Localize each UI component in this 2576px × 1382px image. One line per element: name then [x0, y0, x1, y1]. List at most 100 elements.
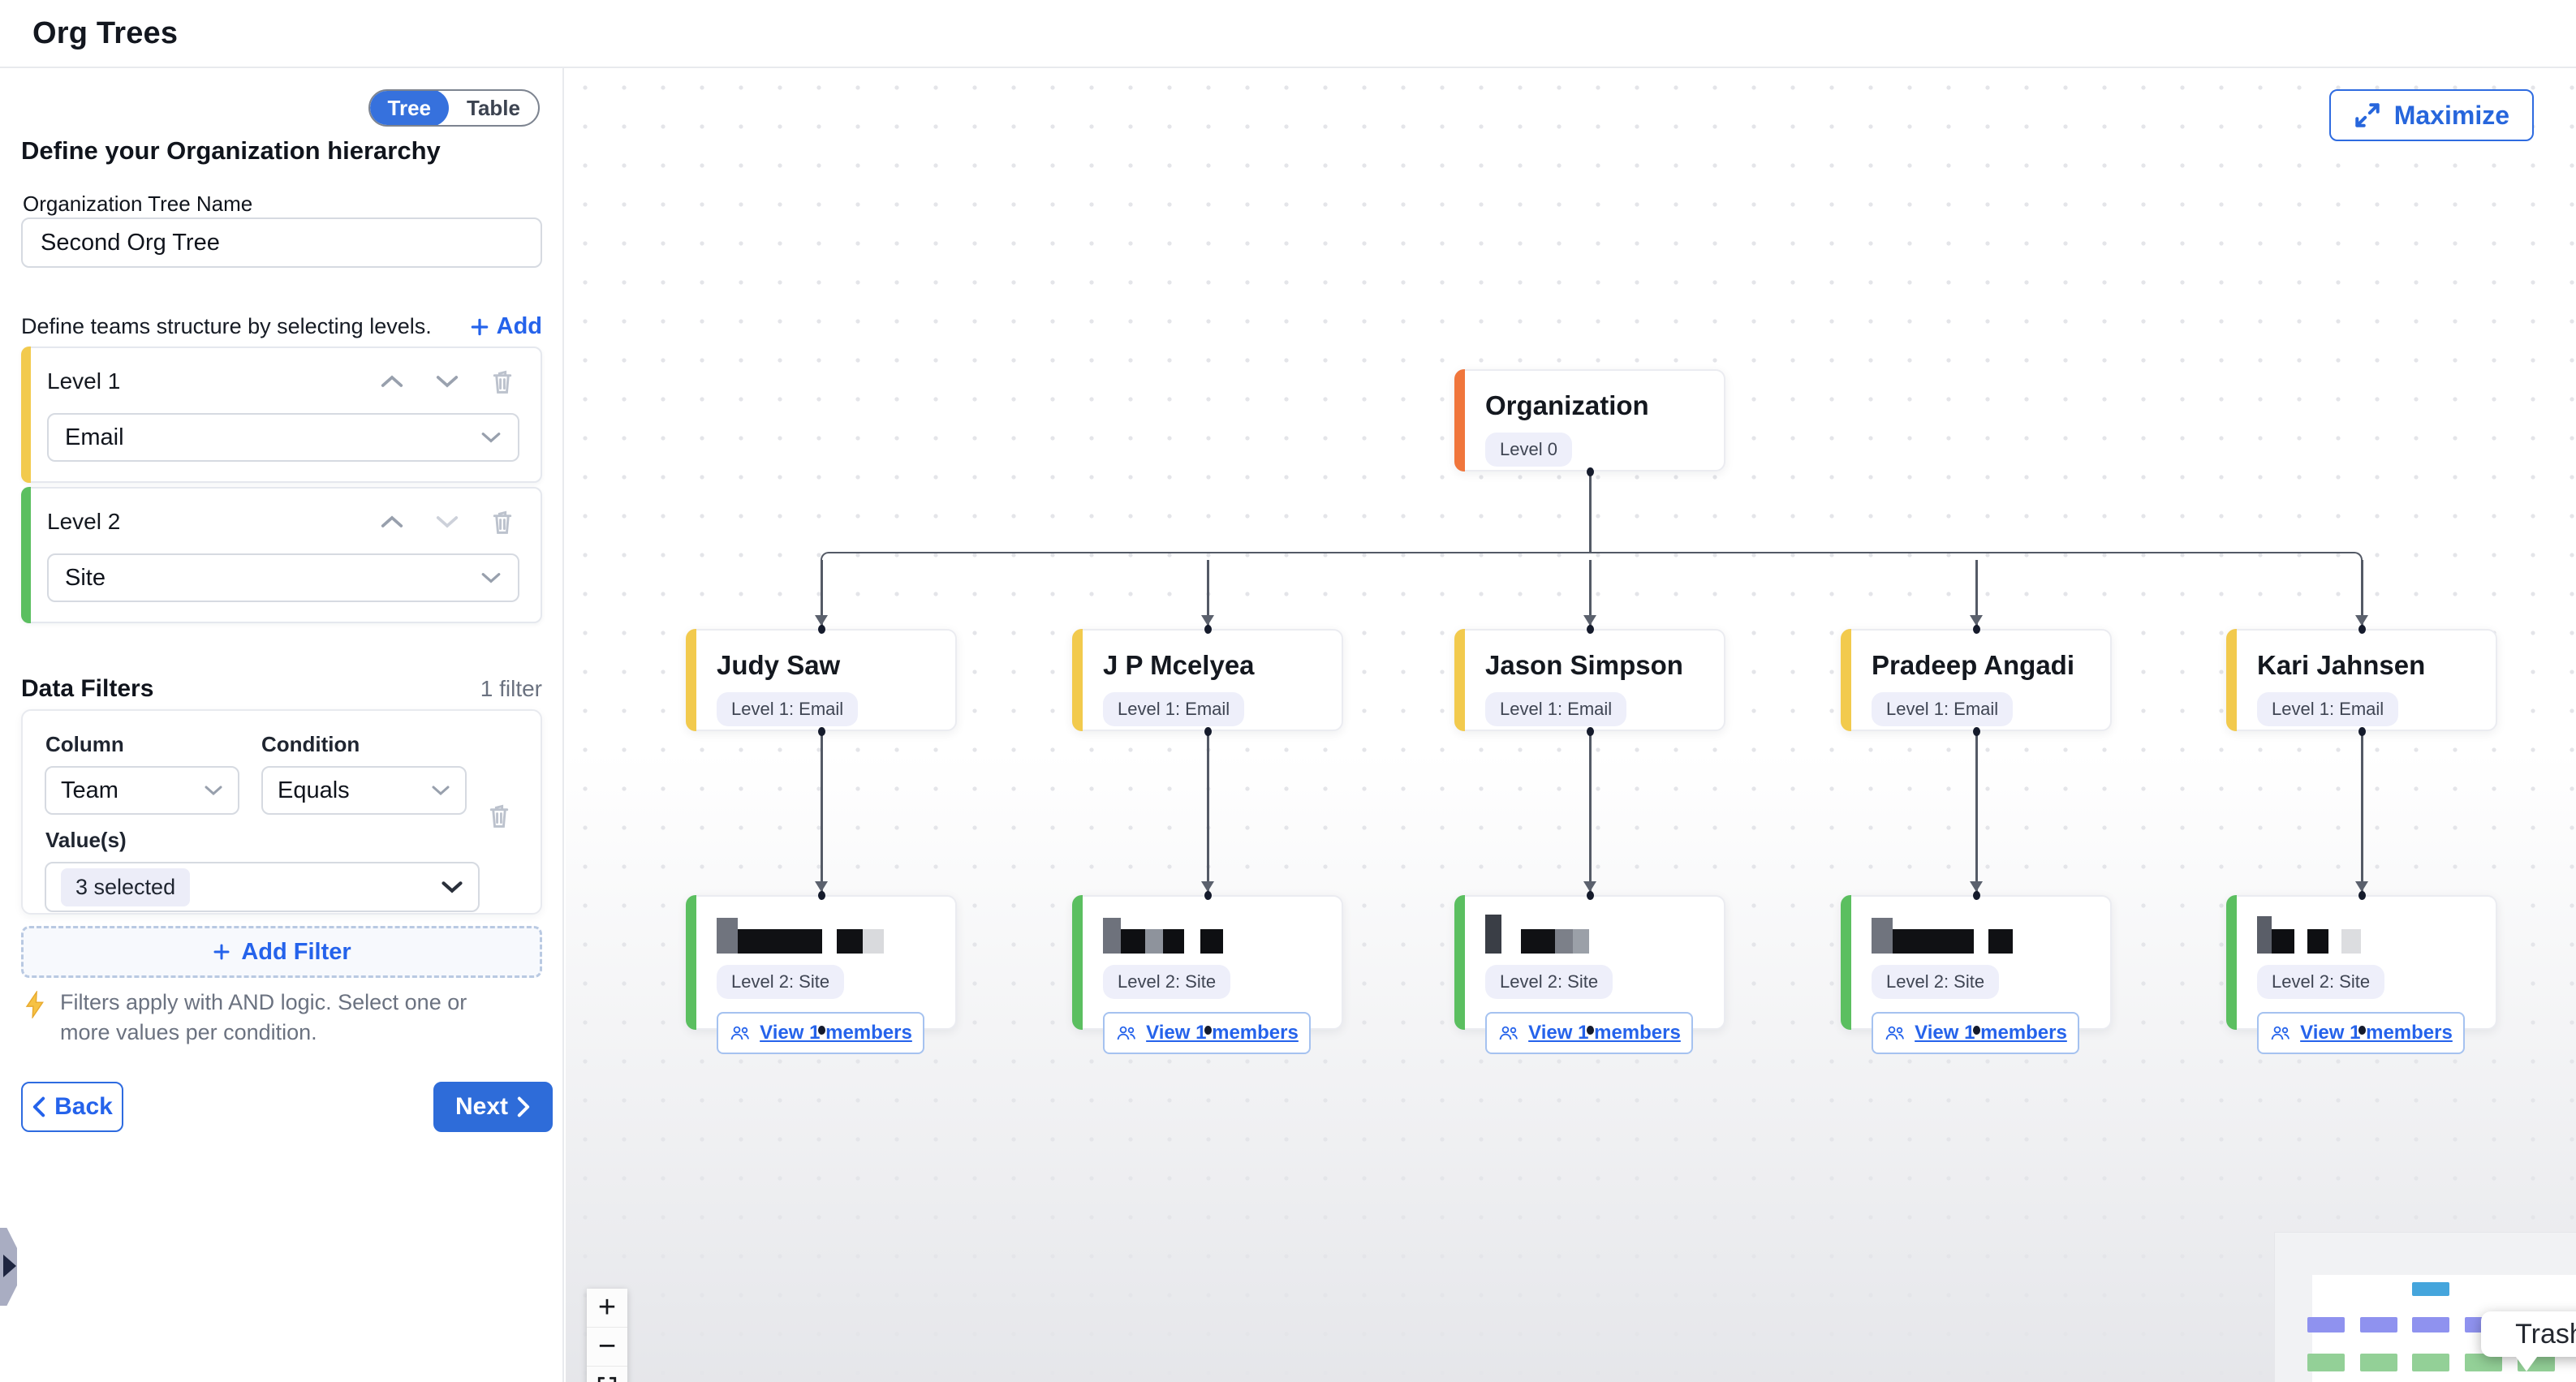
members-icon [729, 1023, 752, 1043]
node-level-badge: Level 1: Email [1872, 692, 2013, 726]
connector-dot [2358, 727, 2366, 736]
back-button[interactable]: Back [21, 1082, 123, 1132]
node-level-badge: Level 2: Site [717, 965, 844, 999]
fit-view-button[interactable] [587, 1367, 627, 1382]
column-value: Team [61, 777, 118, 804]
toggle-tree[interactable]: Tree [370, 89, 450, 127]
add-filter-button[interactable]: Add Filter [21, 926, 542, 978]
chevron-down-icon [480, 570, 502, 585]
redaction-block [2341, 929, 2361, 954]
connector-dot [818, 625, 825, 634]
redaction-block [717, 918, 738, 954]
level2-node[interactable]: Level 2: SiteView 1 members [1454, 895, 1725, 1030]
node-title: Jason Simpson [1485, 650, 1724, 681]
expand-icon [2354, 101, 2381, 129]
members-icon [2269, 1023, 2292, 1043]
view-toggle[interactable]: Tree Table [368, 89, 540, 127]
back-label: Back [54, 1093, 113, 1121]
members-icon [1497, 1023, 1520, 1043]
connector-dot [1204, 1026, 1212, 1035]
connector-dot [1587, 891, 1594, 900]
tree-name-label: Organization Tree Name [23, 192, 252, 217]
redacted-name [2257, 915, 2496, 954]
move-up-icon[interactable] [380, 373, 404, 390]
values-select[interactable]: 3 selected [45, 862, 480, 912]
column-select[interactable]: Team [45, 766, 239, 815]
tree-name-input[interactable] [21, 217, 542, 268]
level2-node[interactable]: Level 2: SiteView 1 members [2226, 895, 2497, 1030]
redaction-block [1988, 929, 2013, 954]
delete-level-icon[interactable] [490, 368, 515, 395]
level1-node[interactable]: Pradeep AngadiLevel 1: Email [1841, 629, 2112, 731]
connector-dot [1587, 467, 1594, 476]
chevron-down-icon [441, 880, 463, 894]
node-level-badge: Level 0 [1485, 433, 1572, 467]
zoom-out-button[interactable]: − [587, 1328, 627, 1367]
move-up-icon[interactable] [380, 514, 404, 530]
minimap-node [2412, 1354, 2449, 1371]
level1-node[interactable]: Kari JahnsenLevel 1: Email [2226, 629, 2497, 731]
node-title: Kari Jahnsen [2257, 650, 2496, 681]
level-field-select[interactable]: Email [47, 413, 519, 462]
members-icon [1884, 1023, 1906, 1043]
level1-node[interactable]: Judy SawLevel 1: Email [686, 629, 957, 731]
level2-node[interactable]: Level 2: SiteView 1 members [1072, 895, 1343, 1030]
add-level-button[interactable]: Add [469, 313, 542, 340]
chevron-down-icon [480, 430, 502, 445]
tree-connector-line [2361, 731, 2363, 892]
redaction-block [2257, 916, 2272, 954]
maximize-button[interactable]: Maximize [2329, 89, 2534, 141]
redaction-block [1121, 929, 1145, 954]
move-down-icon[interactable] [435, 514, 459, 530]
values-selected-chip: 3 selected [61, 868, 190, 906]
tree-connector-line [1589, 471, 1592, 552]
tree-trunk-line [821, 552, 2363, 562]
level2-node[interactable]: Level 2: SiteView 1 members [1841, 895, 2112, 1030]
move-down-icon[interactable] [435, 373, 459, 390]
redaction-block [2307, 929, 2328, 954]
node-level-badge: Level 2: Site [1485, 965, 1613, 999]
level-field-value: Email [65, 424, 124, 451]
connector-dot [2358, 891, 2366, 900]
plus-icon [212, 942, 231, 962]
org-tree-canvas[interactable]: Maximize OrganizationLevel 0 Judy SawLeve… [566, 68, 2576, 1382]
chevron-down-icon [204, 784, 223, 797]
condition-select[interactable]: Equals [261, 766, 467, 815]
node-title: Pradeep Angadi [1872, 650, 2110, 681]
redaction-block [1872, 918, 1893, 954]
zoom-in-button[interactable]: + [587, 1289, 627, 1328]
redaction-block [2272, 929, 2294, 954]
column-label: Column [45, 732, 124, 757]
view-members-label: View 1 members [1528, 1022, 1681, 1044]
redaction-block [863, 929, 884, 954]
node-level-badge: Level 1: Email [717, 692, 858, 726]
next-button[interactable]: Next [433, 1082, 553, 1132]
connector-dot [2358, 1026, 2366, 1035]
chevron-right-icon [516, 1096, 531, 1117]
level2-node[interactable]: Level 2: SiteView 1 members [686, 895, 957, 1030]
hierarchy-sidebar: Tree Table Define your Organization hier… [0, 68, 564, 1382]
add-filter-label: Add Filter [241, 939, 351, 966]
level-field-select[interactable]: Site [47, 553, 519, 602]
filters-note: Filters apply with AND logic. Select one… [23, 988, 510, 1048]
plus-icon [469, 316, 490, 338]
connector-dot [1587, 625, 1594, 634]
level-title: Level 2 [47, 509, 380, 535]
maximize-label: Maximize [2394, 101, 2509, 131]
trash-tooltip-label: Trash [2515, 1319, 2576, 1350]
filter-card: Column Team Condition Equals Value(s) 3 … [21, 709, 542, 915]
org-root-node[interactable]: OrganizationLevel 0 [1454, 369, 1725, 471]
node-level-badge: Level 2: Site [2257, 965, 2384, 999]
connector-dot [2358, 625, 2366, 634]
delete-level-icon[interactable] [490, 508, 515, 536]
level1-node[interactable]: Jason SimpsonLevel 1: Email [1454, 629, 1725, 731]
minimap-node [2307, 1354, 2345, 1371]
condition-label: Condition [261, 732, 360, 757]
toggle-table[interactable]: Table [449, 89, 538, 127]
level1-node[interactable]: J P McelyeaLevel 1: Email [1072, 629, 1343, 731]
redaction-block [1555, 929, 1573, 954]
delete-filter-icon[interactable] [487, 802, 511, 829]
connector-dot [818, 727, 825, 736]
filters-note-text: Filters apply with AND logic. Select one… [23, 988, 510, 1048]
zoom-controls: + − [587, 1289, 627, 1382]
